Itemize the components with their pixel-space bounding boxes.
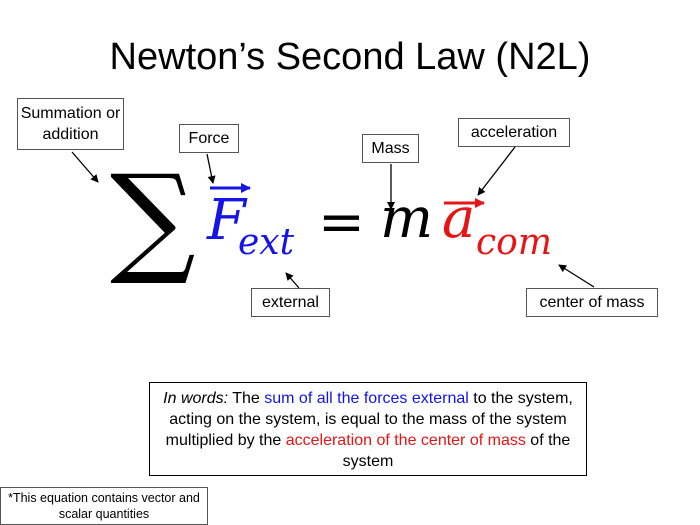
footnote-text: *This equation contains vector and scala… <box>8 491 200 521</box>
force-label: Force <box>188 130 230 147</box>
in-words-red-text: acceleration of the center of mass <box>285 432 526 449</box>
external-label: external <box>262 294 319 311</box>
external-label-box: external <box>251 288 330 317</box>
mass-label: Mass <box>371 140 410 157</box>
in-words-intro: In words: <box>163 390 229 407</box>
in-words-box: In words: The sum of all the forces exte… <box>149 382 587 476</box>
accel-subscript: com <box>476 222 552 263</box>
force-label-box: Force <box>179 124 239 153</box>
in-words-part3: of the system <box>342 432 571 470</box>
external-arrow <box>285 272 300 289</box>
summation-arrow <box>71 151 99 183</box>
in-words-part1: The <box>228 390 265 407</box>
summation-label-box: Summation or addition <box>17 98 124 150</box>
acceleration-label-box: acceleration <box>458 118 570 147</box>
page-title: Newton’s Second Law (N2L) <box>109 36 591 78</box>
mass-label-box: Mass <box>362 134 419 163</box>
force-subscript: ext <box>238 222 295 263</box>
summation-label: Summation or addition <box>20 105 121 143</box>
equals-sign: = <box>318 190 365 255</box>
center-of-mass-label-box: center of mass <box>526 288 658 317</box>
accel-symbol: a <box>442 186 476 251</box>
force-symbol: F <box>207 188 246 253</box>
acceleration-label: acceleration <box>470 124 558 141</box>
mass-symbol: m <box>380 186 434 251</box>
center-of-mass-label: center of mass <box>539 294 645 311</box>
force-arrow <box>206 153 216 184</box>
in-words-part2: to the system, acting on the system, is … <box>165 390 573 449</box>
center-of-mass-arrow <box>558 264 595 288</box>
acceleration-arrow <box>477 146 516 196</box>
footnote-box: *This equation contains vector and scala… <box>0 487 208 525</box>
sigma-symbol: ∑ <box>110 150 196 289</box>
in-words-blue-text: sum of all the forces external <box>264 390 469 407</box>
